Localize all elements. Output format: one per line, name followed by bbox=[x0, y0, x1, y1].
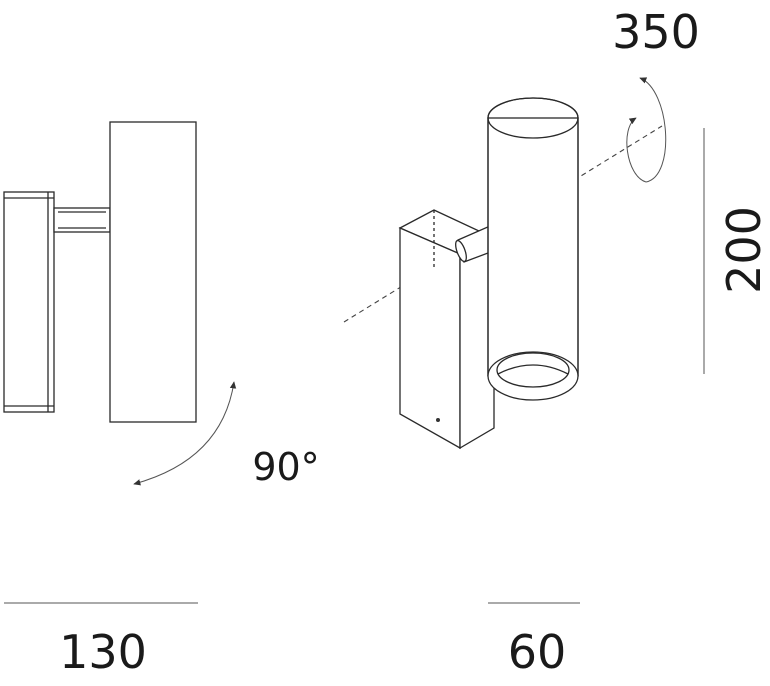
dimension-200-label: 200 bbox=[717, 206, 770, 294]
perspective-view: 350 200 60 bbox=[343, 5, 770, 679]
lamp-opening-inner bbox=[496, 352, 570, 388]
wall-box bbox=[398, 209, 496, 450]
rotation-arrow bbox=[626, 77, 667, 183]
dimension-60-label: 60 bbox=[508, 625, 567, 679]
wall-plate bbox=[3, 191, 55, 413]
connector-arm-perspective bbox=[455, 225, 497, 263]
side-view: 90° 130 bbox=[3, 121, 320, 679]
connector-arm bbox=[53, 207, 111, 233]
dimension-130-label: 130 bbox=[59, 625, 147, 679]
tilt-angle-label: 90° bbox=[252, 445, 319, 489]
lamp-cylinder bbox=[487, 97, 579, 401]
lamp-body-side bbox=[109, 121, 197, 423]
rotation-350-label: 350 bbox=[612, 5, 700, 59]
tilt-arrow bbox=[133, 381, 237, 486]
